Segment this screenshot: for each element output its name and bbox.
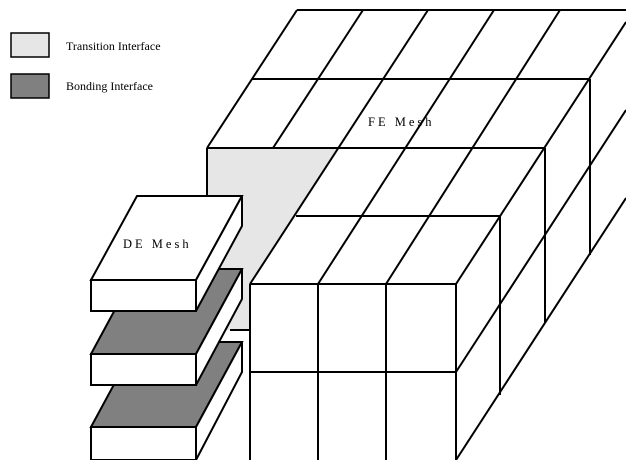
fe-top-grid-line [385, 9, 561, 285]
legend: Transition Interface Bonding Interface [10, 32, 161, 99]
fe-top-grid-line [317, 9, 495, 285]
de-slab-front [90, 279, 197, 312]
fe-mesh-label: FE Mesh [368, 115, 435, 129]
de-mesh-stack: DE Mesh [89, 195, 244, 460]
de-slab-front [90, 353, 197, 386]
legend-label-transition: Transition Interface [66, 39, 161, 53]
fe-mesh-block: FE Mesh [206, 9, 626, 460]
legend-swatch-bonding [10, 73, 50, 99]
legend-label-bonding: Bonding Interface [66, 79, 153, 93]
fe-top-grid-line [455, 21, 626, 285]
fe-top-grid-line [249, 9, 429, 285]
fe-right-grid-line [455, 109, 626, 373]
legend-swatch-transition [10, 32, 50, 58]
de-slab-front [90, 426, 197, 460]
de-slab-top: DE Mesh [89, 195, 244, 312]
de-mesh-label: DE Mesh [123, 237, 192, 251]
fe-top-grid-line [272, 9, 364, 149]
fe-right-grid-line [455, 197, 626, 460]
fe-top-grid-line [206, 9, 298, 149]
